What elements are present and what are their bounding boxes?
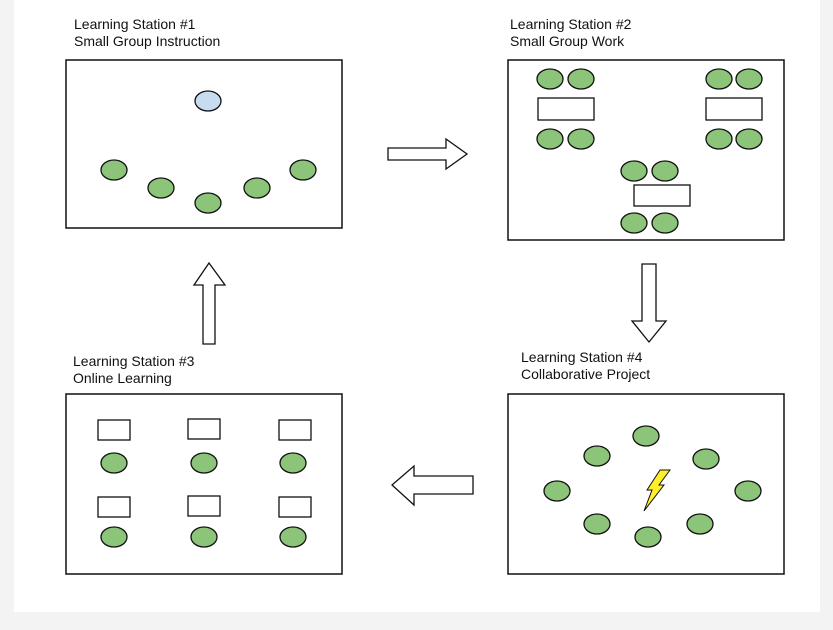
student-icon: [734, 480, 762, 502]
student-icon: [620, 212, 648, 234]
station-2-title: Learning Station #2: [510, 16, 632, 32]
student-icon: [289, 159, 317, 181]
student-icon: [100, 452, 128, 474]
station-1-box: [65, 59, 343, 229]
student-icon: [100, 526, 128, 548]
student-icon: [543, 480, 571, 502]
station-1-title: Learning Station #1: [74, 16, 196, 32]
student-icon: [536, 68, 564, 90]
station-1-label: Learning Station #1 Small Group Instruct…: [74, 16, 220, 50]
student-icon: [620, 160, 648, 182]
student-icon: [583, 445, 611, 467]
station-3-title: Learning Station #3: [73, 353, 195, 369]
student-icon: [190, 452, 218, 474]
arrow-right-icon: [387, 137, 469, 171]
computer-icon: [187, 418, 221, 440]
student-icon: [279, 526, 307, 548]
computer-icon: [97, 496, 131, 518]
diagram-canvas: Learning Station #1 Small Group Instruct…: [14, 0, 820, 612]
student-icon: [651, 212, 679, 234]
station-3-label: Learning Station #3 Online Learning: [73, 353, 194, 387]
station-4-label: Learning Station #4 Collaborative Projec…: [521, 349, 650, 383]
student-icon: [279, 452, 307, 474]
table-icon: [705, 97, 763, 121]
teacher-icon: [194, 90, 222, 112]
student-icon: [190, 526, 218, 548]
table-icon: [537, 97, 595, 121]
station-4-box: [507, 393, 785, 575]
station-4-title: Learning Station #4: [521, 349, 643, 365]
station-4-subtitle: Collaborative Project: [521, 366, 651, 382]
table-icon: [633, 184, 691, 207]
arrow-up-icon: [192, 261, 227, 345]
student-icon: [735, 68, 763, 90]
station-2-label: Learning Station #2 Small Group Work: [510, 16, 631, 50]
student-icon: [567, 128, 595, 150]
computer-icon: [187, 495, 221, 517]
lightning-icon: [643, 469, 671, 512]
student-icon: [651, 160, 679, 182]
computer-icon: [278, 496, 312, 518]
computer-icon: [97, 419, 131, 441]
student-icon: [194, 192, 222, 214]
computer-icon: [278, 419, 312, 441]
diagram-svg: [65, 59, 785, 575]
student-icon: [583, 513, 611, 535]
student-icon: [100, 159, 128, 181]
student-icon: [632, 425, 660, 447]
student-icon: [147, 177, 175, 199]
student-icon: [692, 448, 720, 470]
arrow-left-icon: [391, 464, 474, 507]
station-3-subtitle: Online Learning: [73, 370, 172, 386]
station-2-box: [507, 59, 785, 241]
station-3-box: [65, 393, 343, 575]
student-icon: [686, 513, 714, 535]
student-icon: [567, 68, 595, 90]
student-icon: [634, 526, 662, 548]
station-2-subtitle: Small Group Work: [510, 33, 625, 49]
student-icon: [536, 128, 564, 150]
student-icon: [705, 128, 733, 150]
student-icon: [705, 68, 733, 90]
student-icon: [243, 177, 271, 199]
station-1-subtitle: Small Group Instruction: [74, 33, 221, 49]
arrow-down-icon: [630, 263, 668, 344]
student-icon: [735, 128, 763, 150]
